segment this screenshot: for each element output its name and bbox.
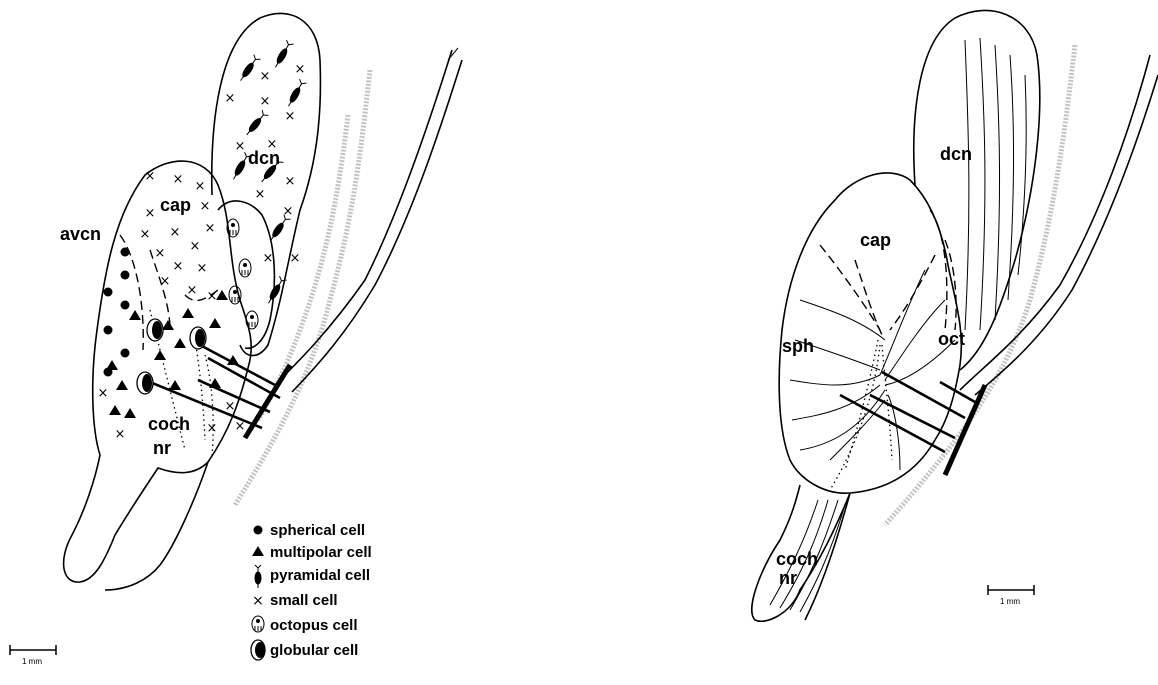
svg-text:×: × — [140, 227, 151, 242]
right-label-dcn: dcn — [940, 144, 972, 164]
legend-label-multipolar: multipolar cell — [270, 544, 372, 561]
svg-text:×: × — [200, 199, 211, 214]
svg-text:×: × — [235, 139, 246, 154]
svg-text:×: × — [255, 187, 266, 202]
svg-text:×: × — [283, 204, 294, 219]
left-scale-label: 1 mm — [22, 657, 42, 666]
right-label-coch: coch — [776, 549, 818, 569]
right-dash-1 — [820, 245, 880, 330]
pyramidal-cell-icon — [255, 565, 261, 588]
svg-text:×: × — [187, 283, 198, 298]
left-label-avcn: avcn — [60, 224, 101, 244]
left-label-nr: nr — [153, 438, 171, 458]
svg-text:×: × — [263, 251, 274, 266]
svg-text:×: × — [197, 261, 208, 276]
svg-text:×: × — [190, 239, 201, 254]
left-globular-cells — [137, 319, 206, 394]
right-dash-3 — [930, 210, 947, 330]
left-panel: × × × × × × × × × × × × × × × × × × × × × × × × × × × × × × … — [10, 13, 462, 666]
right-label-cap: cap — [860, 230, 891, 250]
right-fiber-1 — [882, 372, 965, 418]
left-fiber-3 — [208, 358, 280, 398]
svg-text:×: × — [160, 274, 171, 289]
svg-text:×: × — [145, 169, 156, 184]
right-nerve-entry-bar — [945, 385, 985, 475]
svg-text:×: × — [260, 69, 271, 84]
svg-text:×: × — [195, 179, 206, 194]
svg-text:×: × — [145, 206, 156, 221]
left-label-dcn: dcn — [248, 148, 280, 168]
svg-text:×: × — [225, 399, 236, 414]
right-dcn-fibers — [965, 38, 1026, 330]
right-fiber-2 — [870, 395, 955, 438]
left-label-cap: cap — [160, 195, 191, 215]
svg-text:×: × — [115, 427, 126, 442]
octopus-cell-icon — [252, 616, 264, 632]
right-label-nr: nr — [779, 568, 797, 588]
left-octopus-region — [218, 201, 274, 348]
left-scale-bar: 1 mm — [10, 645, 56, 666]
legend: spherical cell multipolar cell pyramidal… — [251, 522, 372, 660]
legend-item-multipolar: multipolar cell — [252, 544, 372, 561]
legend-label-octopus: octopus cell — [270, 617, 358, 634]
right-scale-label: 1 mm — [1000, 597, 1020, 606]
svg-text:×: × — [260, 94, 271, 109]
right-fiber-3 — [840, 395, 945, 452]
svg-text:×: × — [173, 172, 184, 187]
svg-text:×: × — [205, 221, 216, 236]
svg-text:×: × — [285, 109, 296, 124]
left-octopus-cells — [227, 219, 258, 329]
legend-item-small: × small cell — [252, 592, 337, 609]
svg-text:×: × — [290, 251, 301, 266]
right-nerve-outline-1 — [960, 55, 1150, 390]
legend-item-spherical: spherical cell — [254, 522, 366, 539]
right-label-oct: oct — [938, 329, 965, 349]
spherical-cell-icon — [254, 526, 263, 535]
legend-label-small: small cell — [270, 592, 338, 609]
right-fiber-4 — [940, 382, 975, 402]
left-nerve-outline-3 — [448, 48, 458, 60]
svg-text:×: × — [225, 91, 236, 106]
legend-item-globular: globular cell — [251, 640, 358, 660]
globular-cell-icon — [251, 640, 265, 660]
right-nerve-shading-1 — [885, 45, 1075, 525]
right-dcn-outline — [914, 10, 1040, 370]
right-dotted-1 — [845, 340, 878, 470]
svg-text:×: × — [173, 259, 184, 274]
right-avcn-fibers — [790, 270, 955, 470]
svg-text:×: × — [235, 419, 246, 434]
legend-label-pyramidal: pyramidal cell — [270, 567, 370, 584]
svg-text:×: × — [295, 62, 306, 77]
legend-item-pyramidal: pyramidal cell — [255, 565, 370, 588]
left-label-coch: coch — [148, 414, 190, 434]
right-label-sph: sph — [782, 336, 814, 356]
right-scale-bar: 1 mm — [988, 585, 1034, 606]
legend-label-spherical: spherical cell — [270, 522, 365, 539]
left-nerve-outline-1 — [275, 50, 452, 385]
right-panel: dcn cap sph oct coch nr 1 mm — [752, 10, 1158, 621]
left-nerve-entry-bar — [245, 365, 290, 438]
svg-text:×: × — [285, 174, 296, 189]
left-dotted-3 — [195, 340, 205, 440]
small-cell-icon: × — [252, 593, 264, 609]
multipolar-cell-icon — [252, 546, 264, 556]
svg-text:×: × — [207, 289, 218, 304]
svg-text:×: × — [170, 225, 181, 240]
svg-text:×: × — [155, 246, 166, 261]
left-nerve-shading-1 — [235, 70, 370, 505]
legend-label-globular: globular cell — [270, 642, 358, 659]
svg-text:×: × — [207, 421, 218, 436]
legend-item-octopus: octopus cell — [252, 616, 358, 634]
svg-text:×: × — [98, 386, 109, 401]
